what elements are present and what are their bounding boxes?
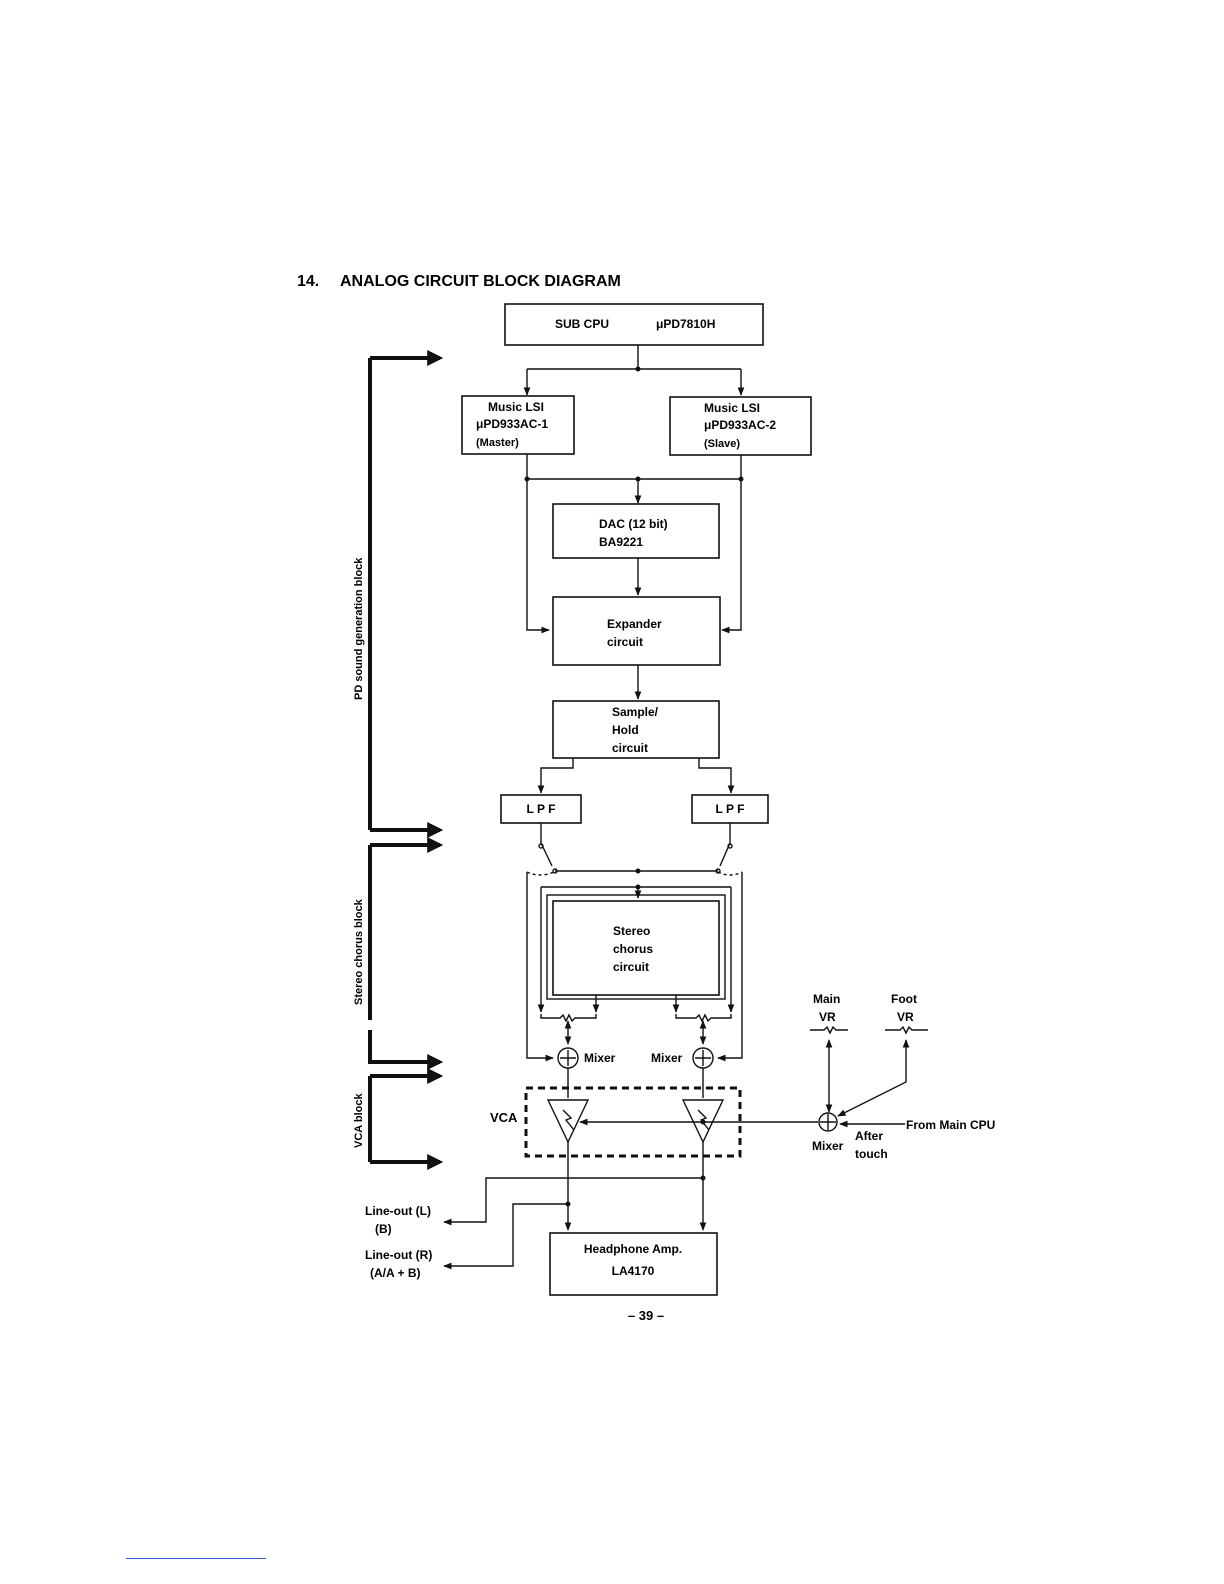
vca-dashed-box — [524, 1086, 742, 1158]
dac-line2: BA9221 — [599, 535, 643, 549]
main-vr-line2: VR — [819, 1010, 836, 1024]
stereo-chorus-block: Stereo chorus circuit — [546, 894, 726, 1000]
sample-hold-line2: Hold — [612, 723, 639, 737]
headphone-amp-line1: Headphone Amp. — [584, 1242, 682, 1256]
music-lsi-slave-block: Music LSI μPD933AC-2 (Slave) — [669, 396, 812, 456]
sample-hold-line3: circuit — [612, 741, 648, 755]
foot-vr-line2: VR — [897, 1010, 914, 1024]
sample-hold-line1: Sample/ — [612, 705, 659, 719]
from-main-cpu-label: From Main CPU — [906, 1118, 995, 1132]
mixer-control — [818, 1112, 838, 1132]
music-lsi-master-block: Music LSI μPD933AC-1 (Master) — [461, 395, 575, 455]
diagram-title: ANALOG CIRCUIT BLOCK DIAGRAM — [340, 273, 621, 290]
music-lsi-2-line3: (Slave) — [704, 438, 740, 450]
sample-hold-block: Sample/ Hold circuit — [552, 700, 720, 759]
main-vr-line1: Main — [813, 992, 840, 1006]
mixer-left — [557, 1047, 579, 1069]
lpf-left-block: L P F — [500, 794, 582, 824]
dac-line1: DAC (12 bit) — [599, 517, 668, 531]
line-out-l-line1: Line-out (L) — [365, 1204, 431, 1218]
sub-cpu-block: SUB CPU μPD7810H — [504, 303, 764, 346]
mixer-control-label: Mixer — [812, 1139, 844, 1153]
after-touch-line1: After — [855, 1129, 883, 1143]
mixer-right — [692, 1047, 714, 1069]
expander-line1: Expander — [607, 617, 662, 631]
lpf-left-label: L P F — [527, 802, 556, 816]
chorus-block-label: Stereo chorus block — [353, 898, 365, 1005]
music-lsi-2-line2: μPD933AC-2 — [704, 418, 776, 432]
headphone-amp-block: Headphone Amp. LA4170 — [549, 1232, 718, 1296]
vca-block-bracket: VCA block — [353, 1068, 444, 1170]
music-lsi-2-line1: Music LSI — [704, 401, 760, 415]
foot-vr-line1: Foot — [891, 992, 917, 1006]
sub-cpu-name: SUB CPU — [555, 317, 609, 331]
line-out-l-line2: (B) — [375, 1222, 392, 1236]
music-lsi-1-line1: Music LSI — [488, 400, 544, 414]
line-out-r-line1: Line-out (R) — [365, 1248, 432, 1262]
expander-block: Expander circuit — [552, 596, 721, 666]
vca-label: VCA — [490, 1110, 518, 1125]
vca-block-label: VCA block — [353, 1093, 365, 1148]
after-touch-line2: touch — [855, 1147, 888, 1161]
vca-right-amp — [681, 1099, 725, 1144]
lpf-right-label: L P F — [716, 802, 745, 816]
main-vr-resistor — [810, 1025, 848, 1035]
stereo-chorus-line1: Stereo — [613, 924, 650, 938]
pd-block-label: PD sound generation block — [353, 557, 365, 700]
lpf-right-block: L P F — [691, 794, 769, 824]
music-lsi-1-line3: (Master) — [476, 437, 519, 449]
chorus-block-bracket: Stereo chorus block — [353, 837, 444, 1070]
mixer-right-label: Mixer — [651, 1051, 683, 1065]
page-number: – 39 – — [628, 1308, 664, 1323]
expander-line2: circuit — [607, 635, 643, 649]
pd-block-bracket: PD sound generation block — [353, 350, 444, 838]
stereo-chorus-line3: circuit — [613, 960, 649, 974]
bottom-rule — [126, 1558, 266, 1559]
heading-number: 14. — [297, 273, 319, 290]
stereo-chorus-line2: chorus — [613, 942, 653, 956]
mixer-left-label: Mixer — [584, 1051, 616, 1065]
music-lsi-1-line2: μPD933AC-1 — [476, 417, 548, 431]
dac-block: DAC (12 bit) BA9221 — [552, 503, 720, 559]
foot-vr-resistor — [885, 1025, 928, 1035]
line-out-r-line2: (A/A + B) — [370, 1266, 421, 1280]
headphone-amp-line2: LA4170 — [612, 1264, 655, 1278]
vca-left-amp — [546, 1099, 590, 1144]
sub-cpu-part: μPD7810H — [656, 317, 715, 331]
